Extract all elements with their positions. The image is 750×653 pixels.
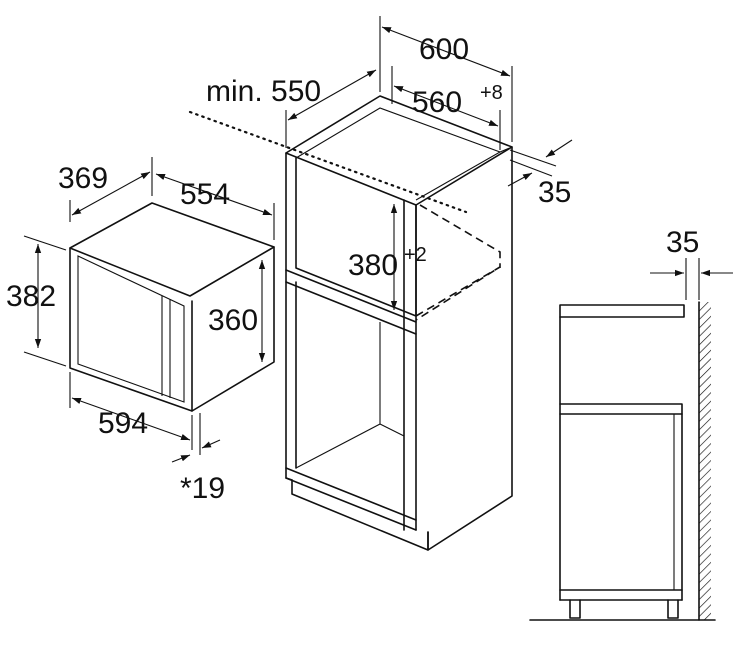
label-mw-height-inner: 360 [208, 304, 258, 337]
label-cab-rear-gap: 35 [538, 176, 571, 209]
label-side-rear-gap: 35 [666, 226, 699, 259]
label-cab-min-depth: min. 550 [206, 75, 321, 108]
side-section-drawing [529, 301, 716, 621]
label-mw-frame-depth: *19 [180, 472, 225, 505]
label-mw-width-front: 594 [98, 407, 148, 440]
label-cab-niche-height: 380 [348, 249, 398, 282]
dimension-labels: 600 min. 550 560 +8 35 380 +2 35 369 554… [6, 33, 699, 505]
label-cab-inner-depth-tol: +8 [480, 82, 503, 104]
label-cab-niche-height-tol: +2 [404, 244, 427, 266]
label-cab-inner-depth: 560 [412, 86, 462, 119]
label-mw-width-back: 554 [180, 178, 230, 211]
side-section-dimensions [650, 258, 733, 300]
cabinet-drawing [188, 95, 513, 551]
microwave-dimensions [23, 157, 275, 463]
cabinet-dimensions [285, 16, 573, 310]
label-mw-depth: 369 [58, 162, 108, 195]
microwave-drawing [69, 202, 275, 412]
label-mw-height-outer: 382 [6, 280, 56, 313]
label-cab-total-depth: 600 [419, 33, 469, 66]
